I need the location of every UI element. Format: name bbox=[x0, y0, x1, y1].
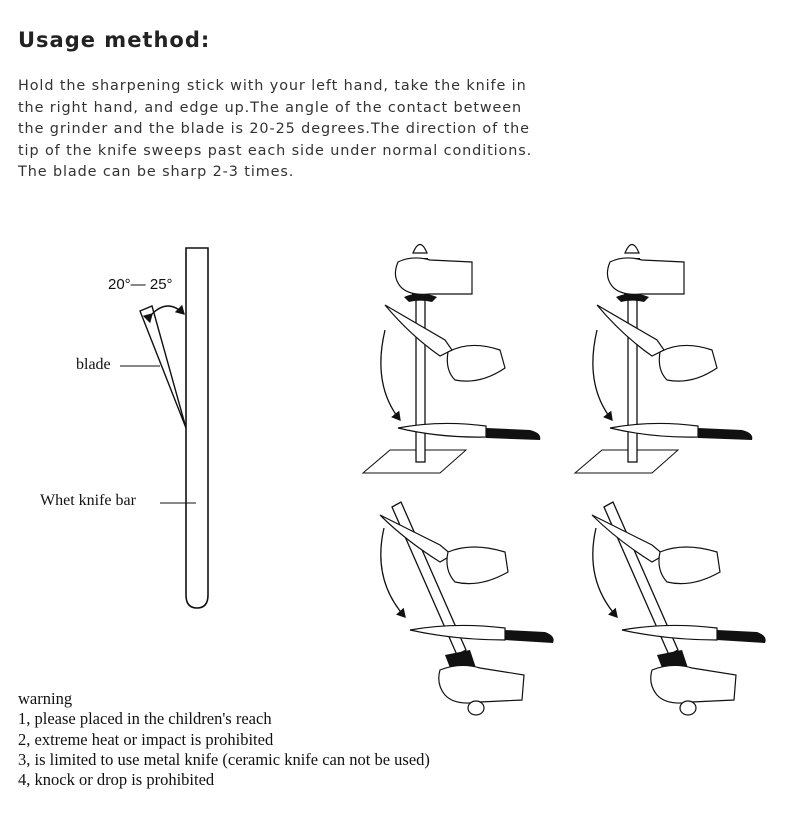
warning-heading: warning bbox=[18, 689, 73, 708]
description-line: tip of the knife sweeps past each side u… bbox=[18, 142, 533, 159]
right-hand-upper bbox=[658, 546, 721, 585]
step-2-illustration bbox=[573, 243, 753, 474]
step-4-illustration bbox=[591, 501, 766, 716]
page-title: Usage method: bbox=[18, 28, 211, 52]
lower-knife-blade bbox=[409, 624, 506, 641]
lower-knife-handle bbox=[717, 630, 766, 643]
description-line: the grinder and the blade is 20-25 degre… bbox=[18, 121, 530, 137]
sweep-arrow bbox=[592, 329, 613, 422]
usage-description: Hold the sharpening stick with your left… bbox=[18, 76, 578, 184]
left-hand bbox=[650, 664, 737, 704]
sweep-arrow bbox=[592, 527, 618, 618]
warning-item: 3, is limited to use metal knife (cerami… bbox=[18, 749, 430, 769]
warning-section: warning 1, please placed in the children… bbox=[18, 689, 430, 790]
left-hand bbox=[606, 257, 685, 295]
description-line: the right hand, and edge up.The angle of… bbox=[18, 99, 523, 116]
blade-label: blade bbox=[76, 356, 111, 373]
step-1-illustration bbox=[361, 243, 541, 474]
sweep-arrow bbox=[380, 329, 401, 422]
angle-arc bbox=[142, 304, 185, 324]
sweep-arrow bbox=[380, 527, 406, 618]
base-plate bbox=[361, 449, 468, 474]
lower-knife-handle bbox=[486, 428, 541, 440]
lower-knife-blade bbox=[397, 422, 487, 438]
description-line: Hold the sharpening stick with your left… bbox=[18, 78, 527, 94]
lower-knife-handle bbox=[698, 428, 753, 440]
lower-knife-blade bbox=[621, 624, 718, 641]
rod-knob bbox=[412, 243, 428, 254]
step-3-illustration bbox=[379, 501, 554, 716]
warning-item: 1, please placed in the children's reach bbox=[18, 709, 272, 729]
right-hand-upper bbox=[446, 344, 506, 382]
left-hand bbox=[394, 257, 473, 295]
rod-knob bbox=[624, 243, 640, 254]
right-hand-upper bbox=[446, 546, 509, 585]
lower-knife-handle bbox=[505, 630, 554, 643]
description-line: The blade can be sharp 2-3 times. bbox=[18, 164, 295, 180]
bar-label: Whet knife bar bbox=[40, 492, 137, 509]
blade-shape bbox=[139, 305, 187, 429]
right-hand-upper bbox=[658, 344, 718, 382]
warning-item: 4, knock or drop is prohibited bbox=[18, 770, 215, 790]
angle-label: 20°— 25° bbox=[108, 276, 173, 293]
warning-item: 2, extreme heat or impact is prohibited bbox=[18, 729, 274, 749]
whet-knife-bar bbox=[185, 247, 209, 609]
rod-knob bbox=[679, 700, 697, 716]
lower-knife-blade bbox=[609, 422, 699, 438]
angle-diagram: 20°— 25° blade Whet knife bar bbox=[40, 247, 209, 609]
base-plate bbox=[573, 449, 680, 474]
left-hand bbox=[438, 664, 525, 704]
rod-knob bbox=[467, 700, 485, 716]
